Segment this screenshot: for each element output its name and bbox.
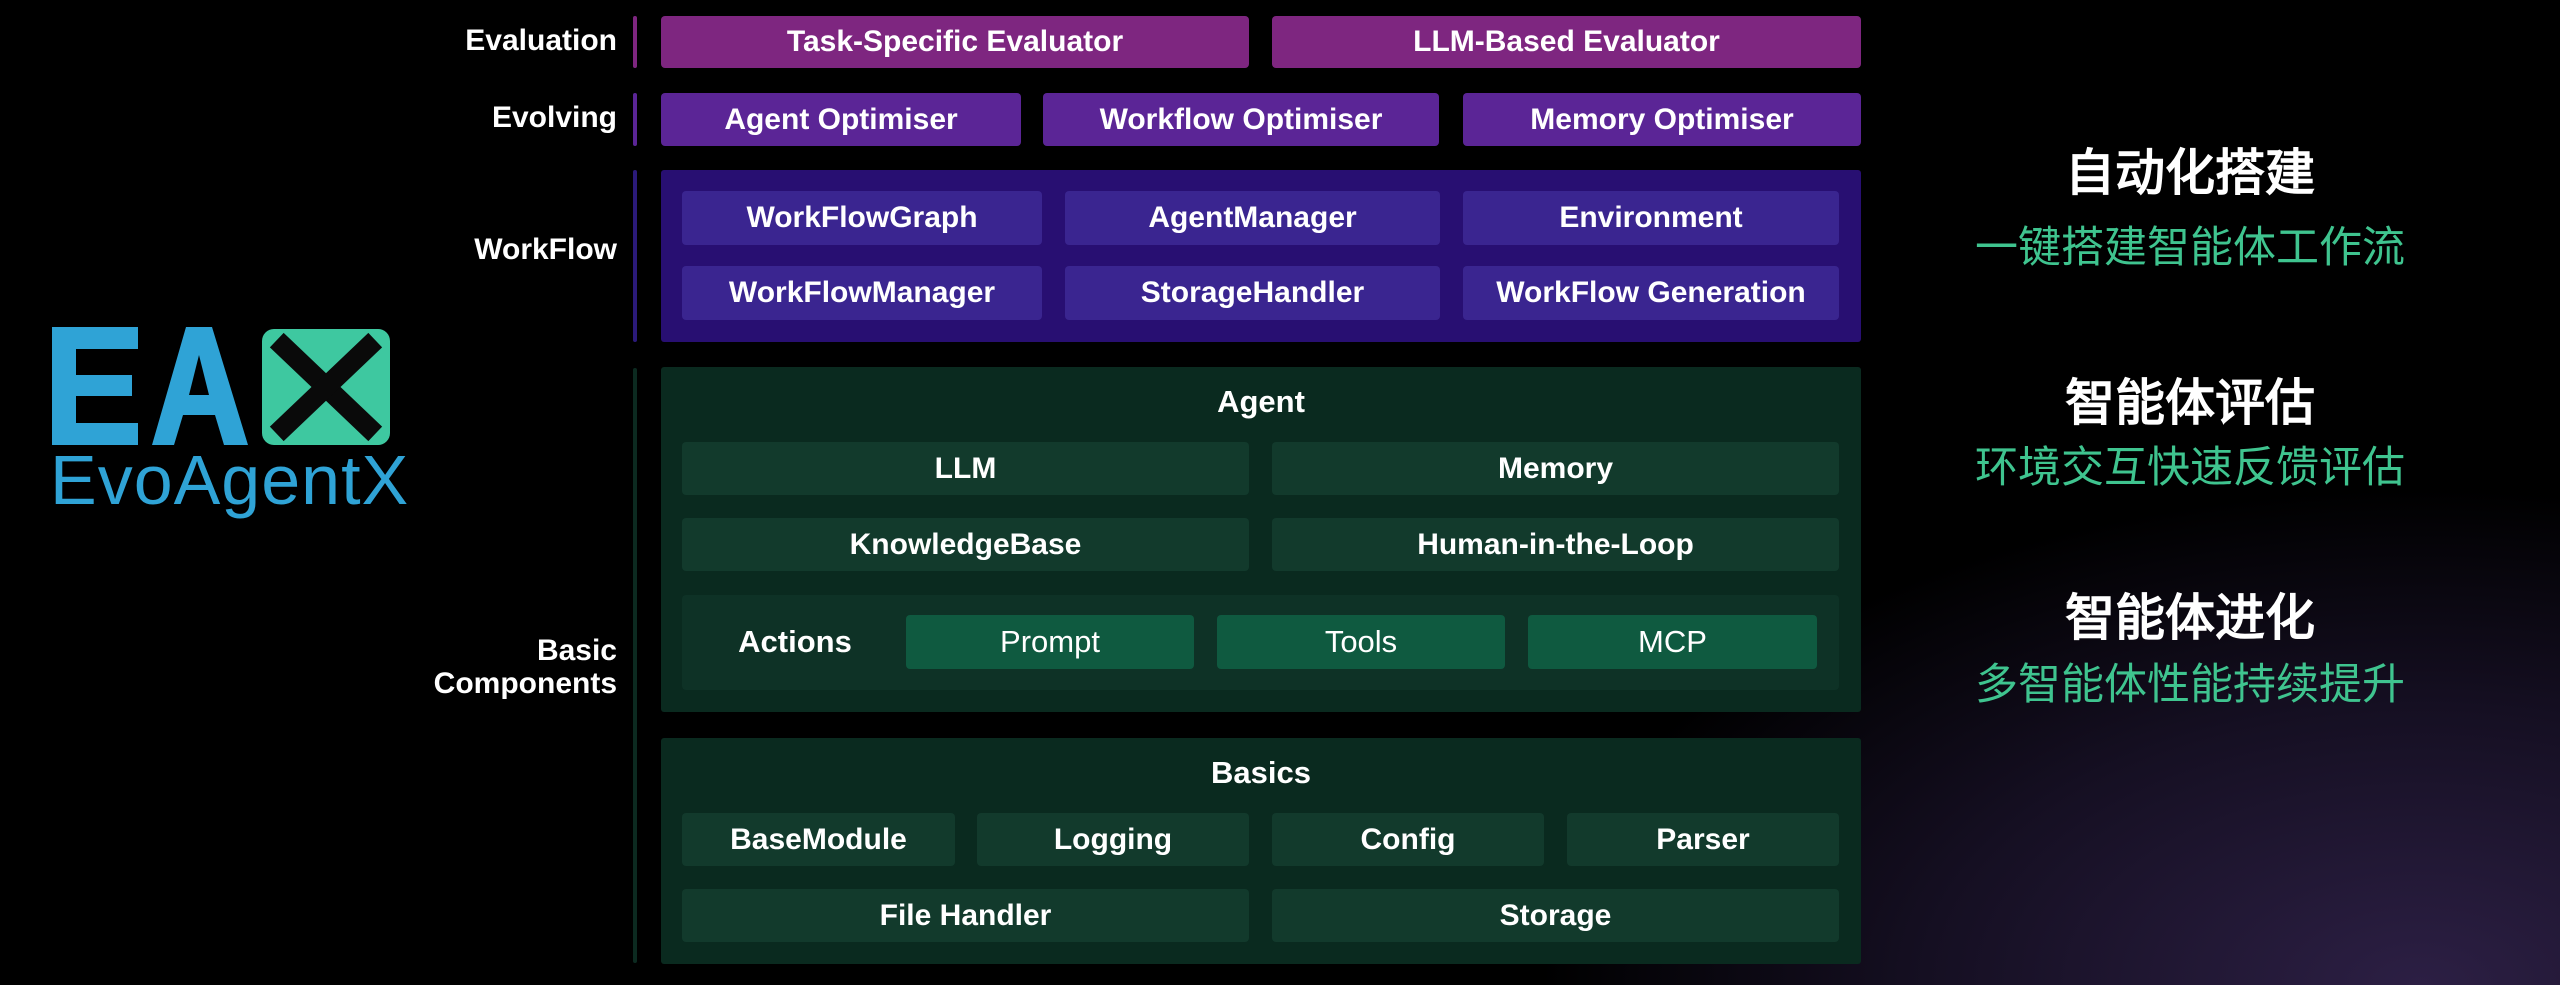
feature-title-1: 自动化搭建 — [2065, 145, 2315, 201]
llm-box: LLM — [682, 442, 1249, 495]
row-label-evolving: Evolving — [491, 101, 617, 134]
evaluation-accent-bar — [633, 16, 637, 68]
workflow-accent-bar — [633, 170, 637, 342]
evolving-accent-bar — [633, 93, 637, 146]
memory-box: Memory — [1272, 442, 1839, 495]
workflow-generation-box: WorkFlow Generation — [1463, 266, 1839, 320]
basemodule-box: BaseModule — [682, 813, 955, 866]
tools-box: Tools — [1217, 615, 1505, 669]
feature-subtitle-2: 环境交互快速反馈评估 — [1975, 444, 2405, 492]
workflowgraph-box: WorkFlowGraph — [682, 191, 1042, 245]
environment-box: Environment — [1463, 191, 1839, 245]
row-label-components: Components — [433, 667, 617, 700]
row-label-workflow: WorkFlow — [474, 233, 617, 266]
parser-box: Parser — [1567, 813, 1839, 866]
workflowmanager-box: WorkFlowManager — [682, 266, 1042, 320]
mcp-box: MCP — [1528, 615, 1817, 669]
components-accent-bar — [633, 368, 637, 963]
logging-box: Logging — [977, 813, 1249, 866]
feature-subtitle-1: 一键搭建智能体工作流 — [1975, 224, 2405, 272]
row-label-basic: Basic — [536, 634, 617, 667]
row-label-evaluation: Evaluation — [465, 24, 617, 57]
agent-optimiser: Agent Optimiser — [661, 93, 1021, 146]
memory-optimiser: Memory Optimiser — [1463, 93, 1861, 146]
agent-title: Agent — [1217, 384, 1305, 419]
prompt-box: Prompt — [906, 615, 1194, 669]
file-handler-box: File Handler — [682, 889, 1249, 942]
brand-name: EvoAgentX — [50, 441, 410, 519]
actions-label: Actions — [738, 624, 852, 659]
task-specific-evaluator: Task-Specific Evaluator — [661, 16, 1249, 68]
human-in-the-loop-box: Human-in-the-Loop — [1272, 518, 1839, 571]
workflow-optimiser: Workflow Optimiser — [1043, 93, 1439, 146]
eax-logo-icon — [52, 327, 390, 445]
basics-title: Basics — [1211, 755, 1311, 790]
feature-title-3: 智能体进化 — [2065, 590, 2315, 646]
agentmanager-box: AgentManager — [1065, 191, 1440, 245]
knowledgebase-box: KnowledgeBase — [682, 518, 1249, 571]
llm-based-evaluator: LLM-Based Evaluator — [1272, 16, 1861, 68]
storagehandler-box: StorageHandler — [1065, 266, 1440, 320]
feature-title-2: 智能体评估 — [2065, 375, 2315, 431]
config-box: Config — [1272, 813, 1544, 866]
feature-subtitle-3: 多智能体性能持续提升 — [1975, 661, 2405, 709]
storage-box: Storage — [1272, 889, 1839, 942]
